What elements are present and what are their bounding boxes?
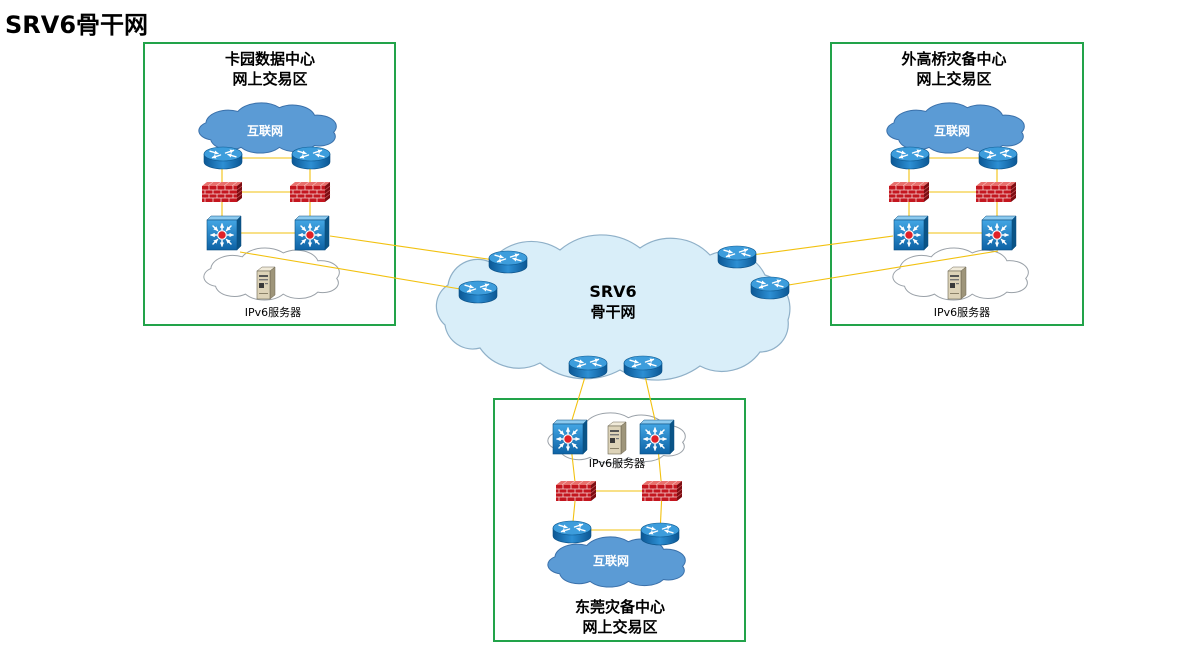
server-icon (607, 421, 627, 455)
server-label: IPv6服务器 (245, 306, 301, 319)
page-title: SRV6骨干网 (5, 11, 148, 39)
server-label: IPv6服务器 (934, 306, 990, 319)
site-zone: 网上交易区 (232, 70, 307, 88)
site-box (830, 42, 1084, 326)
site-name: 卡园数据中心 (225, 50, 315, 68)
switch-icon (553, 420, 587, 454)
server-icon (947, 266, 967, 300)
backbone: SRV6 骨干网 (239, 234, 999, 421)
site-zone: 网上交易区 (582, 618, 657, 636)
site-name: 外高桥灾备中心 (900, 50, 1006, 68)
switch-icon (982, 216, 1016, 250)
firewall-icon (555, 480, 597, 502)
firewall-icon (641, 480, 683, 502)
router-icon (292, 147, 330, 169)
backbone-links (239, 235, 999, 421)
site-box (493, 398, 746, 642)
firewall-icon (289, 181, 331, 203)
site-kayuan: 卡园数据中心 网上交易区 互联网 IPv6服务器 (143, 42, 396, 326)
router-icon (718, 246, 756, 268)
internet-label: 互联网 (593, 554, 629, 568)
firewall-icon (201, 181, 243, 203)
router-icon (891, 147, 929, 169)
switch-icon (295, 216, 329, 250)
link-line (736, 235, 894, 258)
site-box (143, 42, 396, 326)
site-name: 东莞灾备中心 (575, 598, 665, 616)
router-icon (751, 277, 789, 299)
switch-icon (894, 216, 928, 250)
site-waigaoqiao: 外高桥灾备中心 网上交易区 互联网 IPv6服务器 (830, 42, 1084, 326)
server-icon (256, 266, 276, 300)
router-icon (459, 281, 497, 303)
link-line (769, 250, 999, 289)
switch-icon (207, 216, 241, 250)
server-label: IPv6服务器 (589, 457, 645, 470)
router-icon (979, 147, 1017, 169)
router-icon (204, 147, 242, 169)
site-zone: 网上交易区 (916, 70, 991, 88)
internet-label: 互联网 (247, 124, 283, 138)
switch-icon (640, 420, 674, 454)
internet-label: 互联网 (934, 124, 970, 138)
backbone-label: SRV6 (589, 282, 636, 301)
router-icon (569, 356, 607, 378)
router-icon (489, 251, 527, 273)
link-line (239, 251, 479, 293)
link-line (329, 235, 509, 263)
firewall-icon (975, 181, 1017, 203)
router-icon (641, 523, 679, 545)
router-icon (624, 356, 662, 378)
site-dongguan: IPv6服务器 互联网 东莞灾备中心 网上交易区 (493, 398, 746, 642)
router-icon (553, 521, 591, 543)
backbone-label: 骨干网 (590, 303, 635, 321)
firewall-icon (888, 181, 930, 203)
